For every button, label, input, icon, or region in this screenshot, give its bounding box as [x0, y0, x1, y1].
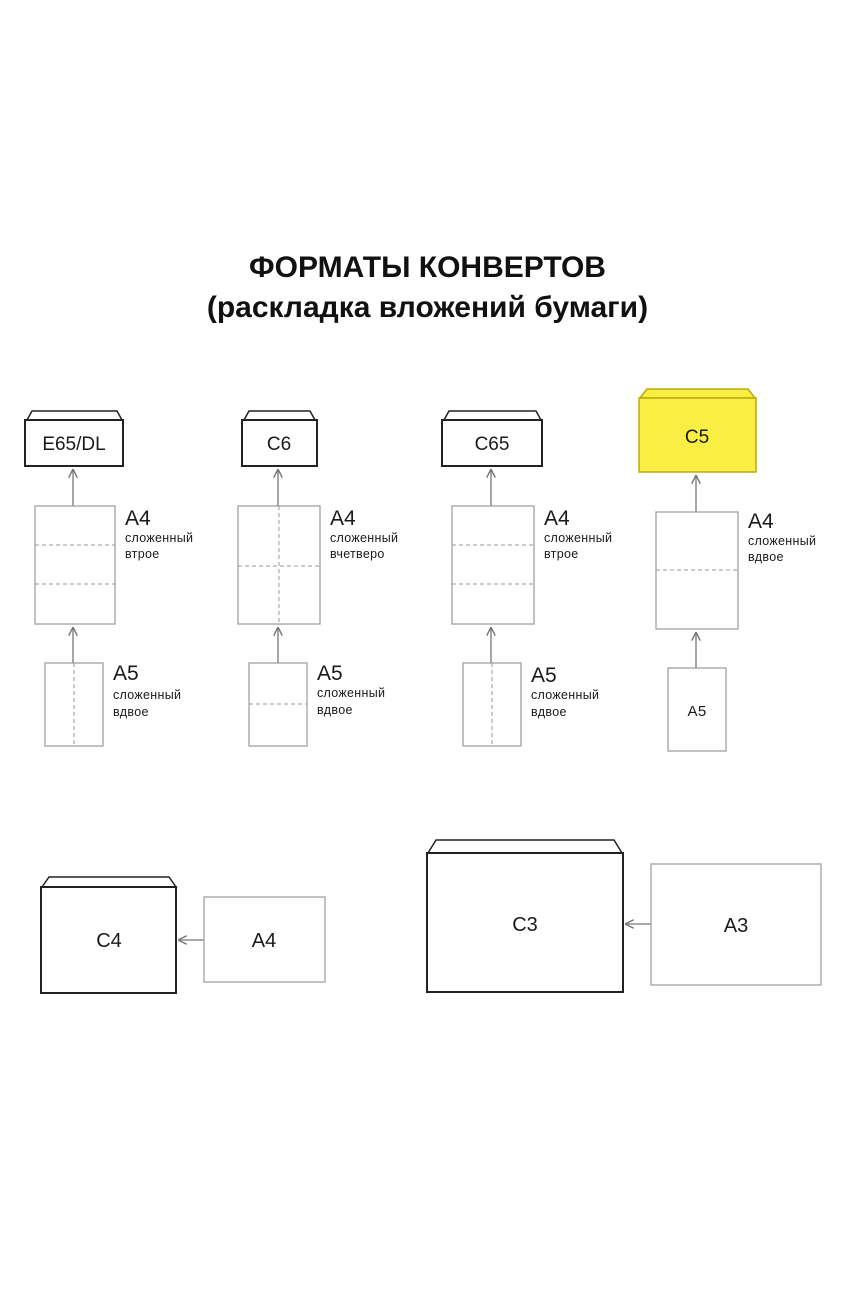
envelope-c6: [241, 419, 318, 467]
sheet-label: A4: [252, 930, 276, 952]
sheet-a5: [462, 662, 522, 747]
sheet-size-label: A4: [544, 507, 570, 530]
envelope-label: C4: [96, 930, 122, 952]
envelope-flap: [242, 410, 317, 421]
envelope-c4: [40, 886, 177, 994]
title-line-1: ФОРМАТЫ КОНВЕРТОВ: [249, 251, 606, 284]
sheet-size-label: A5: [531, 664, 557, 687]
envelope-flap: [40, 876, 178, 888]
group-c3: C3 A3: [426, 839, 822, 993]
sheet-fold-desc: сложенный: [125, 531, 193, 545]
sheet-fold-desc: сложенный: [330, 531, 398, 545]
sheet-fold-desc: сложенный: [748, 534, 816, 548]
envelope-label: C5: [685, 427, 709, 448]
sheet-fold-desc: вдвое: [113, 705, 149, 719]
sheet-a5: [44, 662, 104, 747]
sheet-fold-desc: вдвое: [748, 550, 784, 564]
sheet-a4: [655, 511, 739, 630]
sheet-size-label: A4: [125, 507, 151, 530]
sheet-size-label: A5: [317, 662, 343, 685]
sheet-fold-desc: сложенный: [544, 531, 612, 545]
envelope-c3: [426, 852, 624, 993]
sheet-fold-desc: втрое: [125, 547, 159, 561]
sheet-fold-desc: втрое: [544, 547, 578, 561]
envelope-flap: [426, 839, 624, 854]
sheet-size-label: A5: [688, 703, 707, 720]
sheet-a5: [667, 667, 727, 752]
envelope-flap: [638, 388, 757, 399]
group-c4: C4 A4: [40, 876, 326, 994]
sheet-fold-desc: сложенный: [531, 688, 599, 702]
column-c6: C6 A4 сложенный вчетверо A5 сложенный вд…: [237, 410, 398, 747]
title-line-2: (раскладка вложений бумаги): [206, 291, 649, 324]
envelope-c65: [441, 419, 543, 467]
envelope-flap: [442, 410, 543, 421]
envelope-c5: [638, 397, 757, 473]
sheet-a3-flat: [650, 863, 822, 986]
envelope-label: C6: [267, 434, 291, 455]
envelope-label: C3: [512, 914, 538, 936]
envelope-flap: [25, 410, 124, 421]
column-c5: C5 A4 сложенный вдвое A5: [638, 388, 816, 752]
sheet-fold-desc: сложенный: [317, 686, 385, 700]
sheet-a4-flat: [203, 896, 326, 983]
envelope-e65-dl: [24, 419, 124, 467]
sheet-a4: [34, 505, 116, 625]
sheet-fold-desc: вдвое: [531, 705, 567, 719]
sheet-size-label: A5: [113, 662, 139, 685]
sheet-size-label: A4: [748, 510, 774, 533]
sheet-size-label: A4: [330, 507, 356, 530]
envelope-label: E65/DL: [42, 434, 105, 455]
envelope-label: C65: [475, 434, 510, 455]
column-c65: C65 A4 сложенный втрое A5 сложенный вдво…: [441, 410, 612, 747]
sheet-fold-desc: сложенный: [113, 688, 181, 702]
sheet-a4: [451, 505, 535, 625]
column-e65-dl: E65/DL A4 сложенный втрое A5 сложенный в…: [24, 410, 193, 747]
sheet-fold-desc: вдвое: [317, 703, 353, 717]
sheet-fold-desc: вчетверо: [330, 547, 385, 561]
sheet-label: A3: [724, 915, 748, 937]
